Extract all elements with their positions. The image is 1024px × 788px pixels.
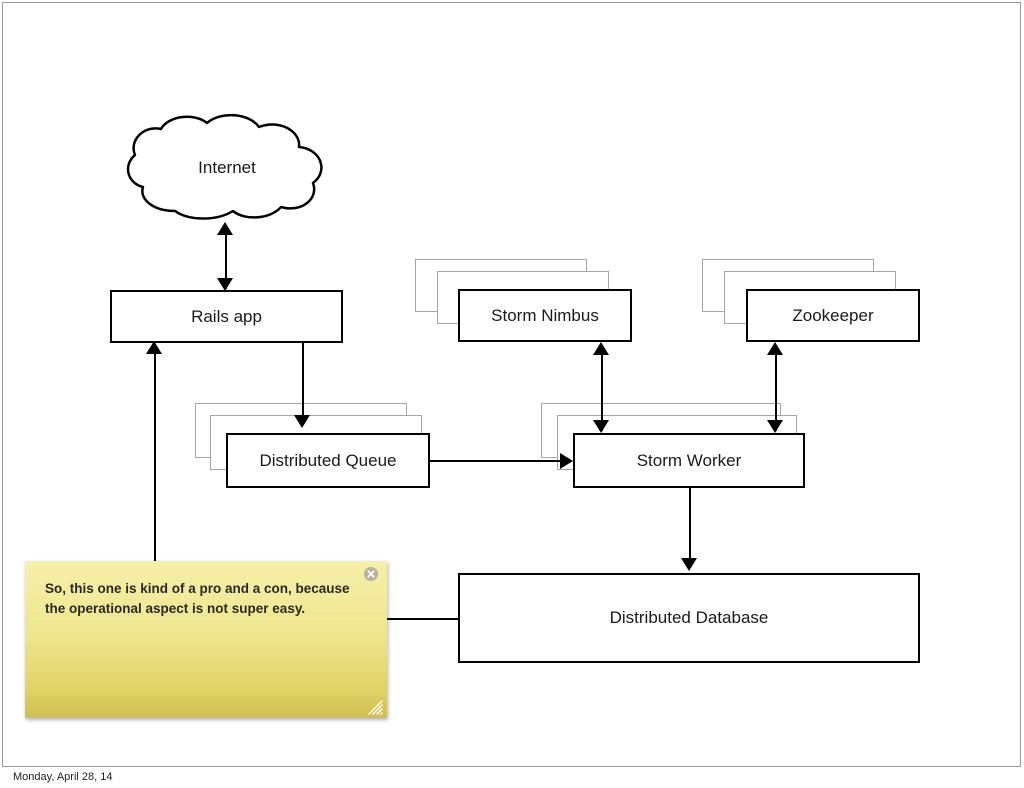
arrowhead-down-worker-zookeeper xyxy=(767,420,783,433)
node-zookeeper-label: Zookeeper xyxy=(792,305,874,325)
node-zookeeper[interactable]: Zookeeper xyxy=(746,289,920,342)
slide-canvas: Internet Rails app Storm Nimbus Zookeepe… xyxy=(2,2,1021,767)
connector-worker-zookeeper xyxy=(775,347,777,431)
close-icon[interactable] xyxy=(364,567,378,581)
resize-grip-glyph xyxy=(368,700,383,715)
node-internet-label: Internet xyxy=(198,158,256,177)
arrowhead-down-database xyxy=(681,558,697,571)
node-storm-nimbus-label: Storm Nimbus xyxy=(491,305,599,325)
arrowhead-down-rails xyxy=(217,278,233,291)
arrowhead-up-zookeeper xyxy=(767,342,783,355)
connector-rails-queue xyxy=(302,343,304,425)
node-rails-app[interactable]: Rails app xyxy=(110,290,343,343)
arrowhead-down-queue xyxy=(294,415,310,428)
node-distributed-queue-label: Distributed Queue xyxy=(259,450,397,470)
connector-queue-worker xyxy=(430,460,566,462)
node-storm-nimbus[interactable]: Storm Nimbus xyxy=(458,289,632,342)
arrowhead-up-nimbus xyxy=(593,342,609,355)
node-storm-worker-label: Storm Worker xyxy=(636,450,742,470)
node-distributed-database-label: Distributed Database xyxy=(609,608,769,627)
connector-worker-database xyxy=(689,488,691,566)
node-distributed-queue[interactable]: Distributed Queue xyxy=(226,433,430,488)
node-rails-app-label: Rails app xyxy=(191,306,262,326)
arrowhead-down-worker-nimbus xyxy=(593,420,609,433)
connector-internet-rails xyxy=(225,227,227,289)
node-internet[interactable]: Internet xyxy=(113,113,341,223)
sticky-note[interactable]: So, this one is kind of a pro and a con,… xyxy=(25,561,387,718)
node-distributed-database[interactable]: Distributed Database xyxy=(458,573,920,663)
close-icon-glyph xyxy=(367,570,375,578)
resize-grip-icon[interactable] xyxy=(366,698,383,715)
sticky-note-text: So, this one is kind of a pro and a con,… xyxy=(45,581,350,616)
arrowhead-up-internet xyxy=(217,222,233,235)
connector-worker-nimbus xyxy=(601,347,603,431)
arrowhead-up-rails xyxy=(146,341,162,354)
arrowhead-right-worker xyxy=(560,453,573,469)
connector-note-rails xyxy=(154,348,156,583)
node-storm-worker[interactable]: Storm Worker xyxy=(573,433,805,488)
connector-note-database xyxy=(387,618,459,620)
footer-date: Monday, April 28, 14 xyxy=(13,771,113,783)
slide-footer: Monday, April 28, 14 xyxy=(0,769,1024,788)
cloud-icon xyxy=(126,114,323,220)
